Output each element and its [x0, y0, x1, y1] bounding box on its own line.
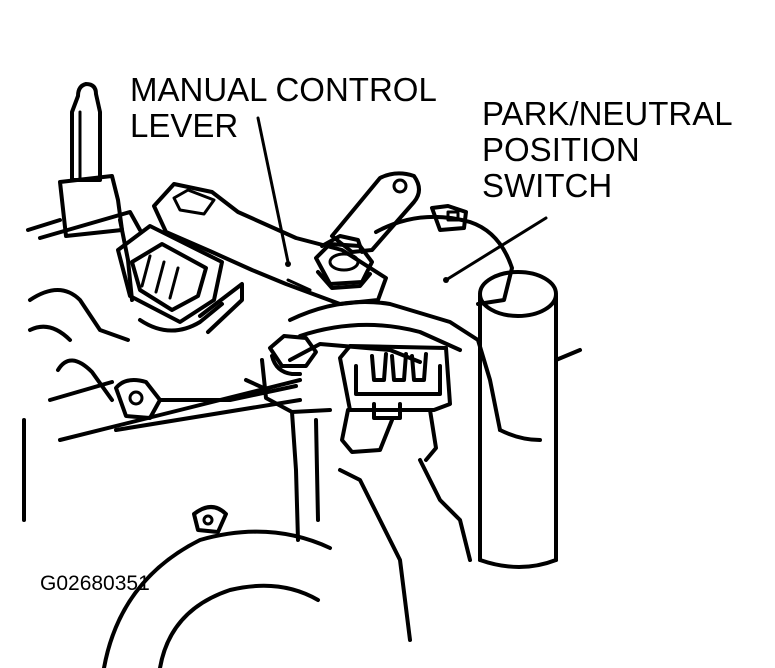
- manual-control-lever-label-line-1: MANUAL CONTROL: [130, 71, 437, 108]
- lever-leader-line: [256, 116, 290, 264]
- manual-control-lever-label-line-2: LEVER: [130, 107, 239, 144]
- park-neutral-switch-label-line-1: PARK/NEUTRAL: [482, 95, 733, 132]
- shaft-stud: [38, 82, 142, 240]
- left-connector: [116, 224, 244, 334]
- figure-id: G02680351: [40, 572, 150, 595]
- leader-lines: [256, 116, 548, 283]
- manual-control-lever: [152, 182, 388, 306]
- center-connector: [338, 344, 452, 462]
- lower-case: [58, 348, 582, 668]
- left-housing: [22, 218, 134, 522]
- manual-control-lever-label: MANUAL CONTROL LEVER: [130, 72, 437, 144]
- upper-arm: [330, 171, 421, 254]
- lever-nut: [314, 234, 374, 290]
- right-cylinder: [478, 270, 558, 569]
- park-neutral-switch-label: PARK/NEUTRAL POSITION SWITCH: [482, 96, 733, 204]
- park-neutral-switch-label-line-2: POSITION: [482, 131, 640, 168]
- switch-leader-line: [444, 216, 548, 282]
- park-neutral-switch-label-line-3: SWITCH: [482, 167, 613, 204]
